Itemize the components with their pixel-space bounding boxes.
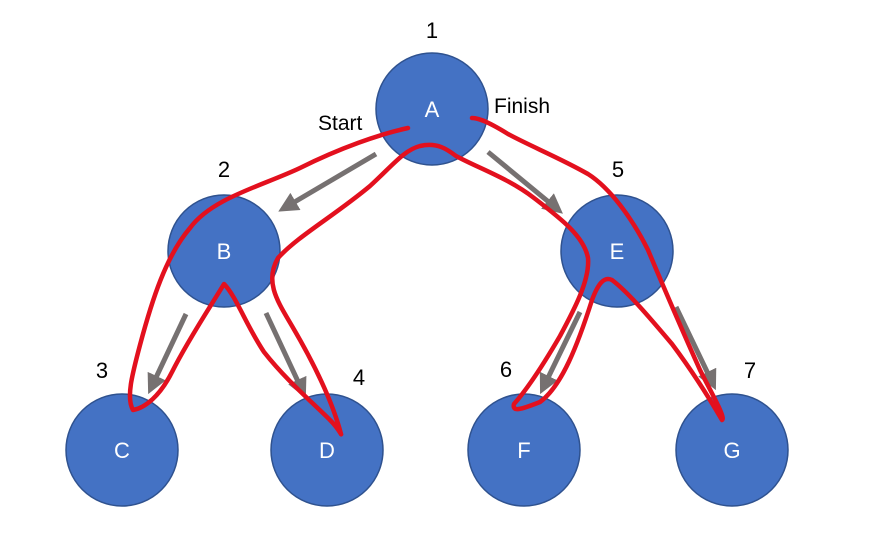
- node-a-order-number: 1: [426, 18, 438, 43]
- edge-arrow-b-c: [147, 312, 189, 395]
- node-d-label: D: [319, 438, 335, 463]
- node-f: F 6: [467, 357, 581, 507]
- node-e-order-number: 5: [612, 157, 624, 182]
- edge-arrow-e-f: [539, 310, 583, 395]
- traversal-path: [127, 115, 725, 437]
- node-e-label: E: [610, 239, 625, 264]
- tree-nodes: A 1 B 2 C 3 D 4 E 5 F 6 G: [65, 18, 789, 507]
- node-g-circle: [675, 393, 789, 507]
- edge-arrows: [147, 150, 717, 399]
- node-c-label: C: [114, 438, 130, 463]
- node-f-label: F: [517, 438, 530, 463]
- node-e: E 5: [560, 157, 674, 308]
- edge-arrow-a-e: [486, 150, 563, 214]
- node-c-circle: [65, 393, 179, 507]
- edge-arrow-a-b: [278, 151, 378, 212]
- node-b-label: B: [217, 239, 232, 264]
- node-f-order-number: 6: [500, 357, 512, 382]
- finish-label: Finish: [494, 95, 550, 118]
- node-e-circle: [560, 194, 674, 308]
- node-d-order-number: 4: [353, 365, 365, 390]
- node-c: C 3: [65, 358, 179, 507]
- node-g: G 7: [675, 358, 789, 507]
- node-b-order-number: 2: [218, 157, 230, 182]
- node-g-label: G: [723, 438, 740, 463]
- edge-arrow-e-g: [673, 305, 717, 391]
- node-c-order-number: 3: [96, 358, 108, 383]
- edge-arrow-b-d: [263, 311, 307, 399]
- node-a-label: A: [425, 97, 440, 122]
- node-a-circle: [375, 52, 489, 166]
- node-a: A 1: [375, 18, 489, 166]
- node-g-order-number: 7: [744, 358, 756, 383]
- start-label: Start: [318, 112, 363, 135]
- node-d: D 4: [270, 365, 384, 507]
